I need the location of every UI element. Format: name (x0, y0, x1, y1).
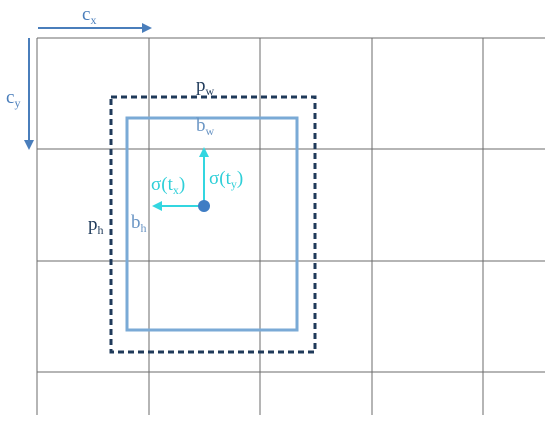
bh-label: bh (131, 212, 147, 235)
predicted-box (125, 116, 299, 332)
sigma-ty-label: σ(ty) (209, 168, 243, 191)
bw-label: bw (196, 115, 215, 138)
grid (36, 37, 545, 415)
ph-label: ph (88, 214, 104, 237)
pw-label: pw (196, 75, 215, 98)
sigma-tx-label: σ(tx) (151, 174, 185, 197)
prior-box (109, 95, 317, 354)
center-dot (198, 200, 210, 212)
cy-label: cy (6, 87, 20, 110)
cx-label: cx (82, 4, 96, 27)
